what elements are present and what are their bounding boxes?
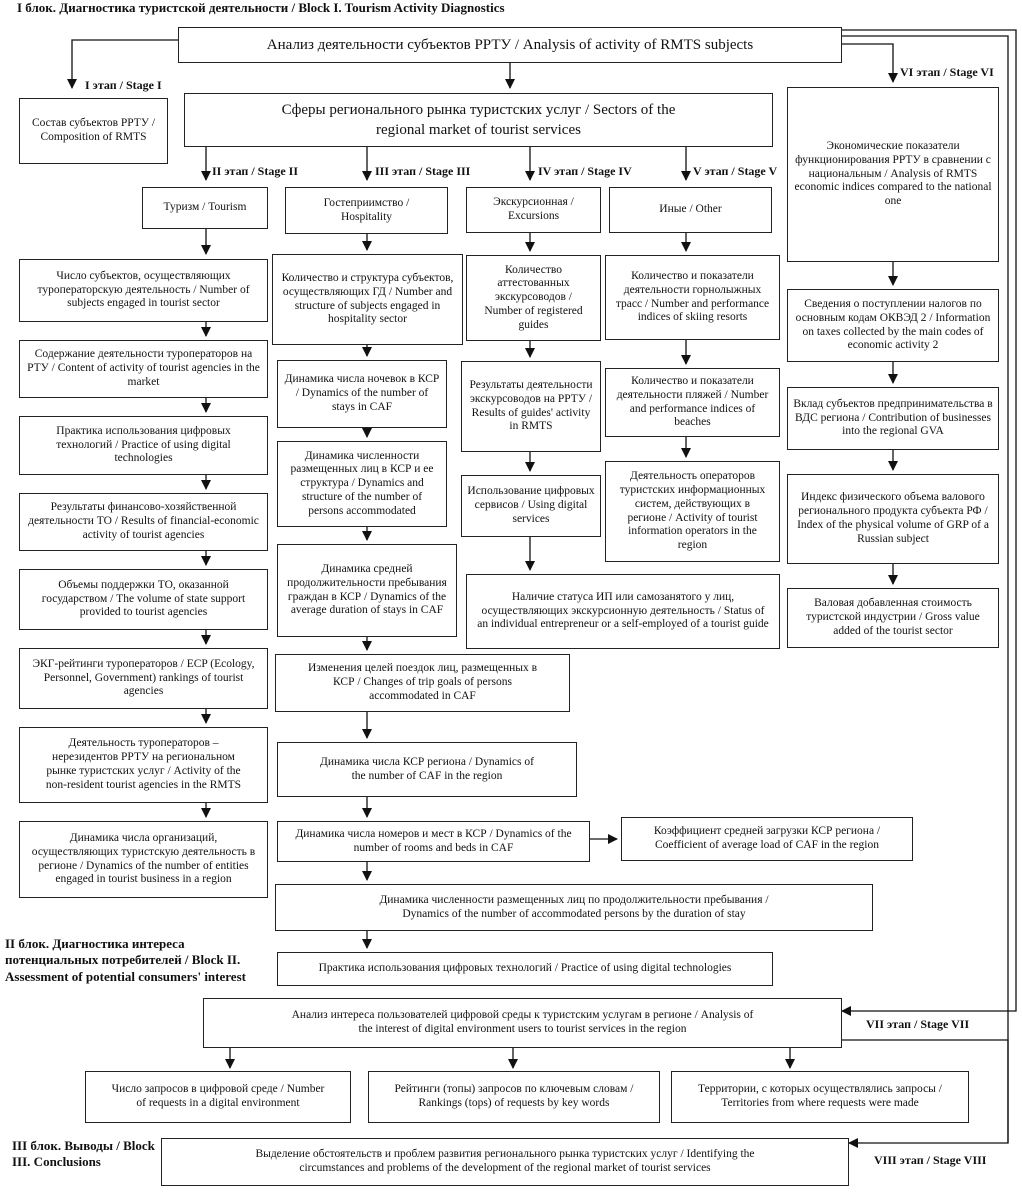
stage-4-label: IV этап / Stage IV (538, 164, 632, 178)
interest-item-1: Число запросов в цифровой среде / Number… (85, 1071, 351, 1123)
stage-3-label: III этап / Stage III (375, 164, 471, 178)
block2-title: II блок. Диагностика интереса потенциаль… (5, 936, 246, 984)
economic-item-3: Вклад субъектов предпринимательства в ВД… (787, 387, 999, 450)
excursions-item-4: Наличие статуса ИП или самозанятого у ли… (466, 574, 780, 649)
tourism-item-4: Результаты финансово-хозяйственной деяте… (19, 493, 268, 551)
economic-item-4: Индекс физического объема валового регио… (787, 474, 999, 564)
hospitality-item-1: Количество и структура субъектов, осущес… (272, 254, 463, 345)
stage-2-label: II этап / Stage II (212, 164, 298, 178)
block1-title: I блок. Диагностика туристской деятельно… (17, 0, 505, 15)
hospitality-item-2: Динамика числа ночевок в КСР / Dynamics … (277, 360, 447, 428)
tourism-item-8: Динамика числа организаций, осуществляющ… (19, 821, 268, 898)
hospitality-item-9: Динамика численности размещенных лиц по … (275, 884, 873, 931)
excursions-item-1: Количество аттестованных экскурсоводов /… (466, 255, 601, 341)
composition-box: Состав субъектов РРТУ / Composition of R… (19, 98, 168, 164)
hospitality-item-3: Динамика численности размещенных лиц в К… (277, 441, 447, 527)
interest-analysis-box: Анализ интереса пользователей цифровой с… (203, 998, 842, 1048)
hospitality-item-7: Динамика числа номеров и мест в КСР / Dy… (277, 821, 590, 862)
economic-item-5: Валовая добавленная стоимость туристской… (787, 588, 999, 648)
economic-item-1: Экономические показатели функционировани… (787, 87, 999, 262)
hospitality-header: Гостеприимство / Hospitality (285, 187, 448, 234)
hospitality-item-5: Изменения целей поездок лиц, размещенных… (275, 654, 570, 712)
conclusion-box: Выделение обстоятельств и проблем развит… (161, 1138, 849, 1186)
hospitality-item-6: Динамика числа КСР региона / Dynamics of… (277, 742, 577, 797)
tourism-item-6: ЭКГ-рейтинги туроператоров / ECP (Ecolog… (19, 648, 268, 709)
tourism-item-5: Объемы поддержки ТО, оказанной государст… (19, 569, 268, 630)
interest-item-3: Территории, с которых осуществлялись зап… (671, 1071, 969, 1123)
top-analysis-box: Анализ деятельности субъектов РРТУ / Ana… (178, 27, 842, 63)
stage-1-label: I этап / Stage I (85, 78, 162, 92)
sectors-box: Сферы регионального рынка туристских усл… (184, 93, 773, 147)
excursions-item-2: Результаты деятельности экскурсоводов на… (461, 361, 601, 452)
block3-title: III блок. Выводы / Block III. Conclusion… (12, 1138, 155, 1170)
hospitality-item-4: Динамика средней продолжительности пребы… (277, 544, 457, 637)
stage-5-label: V этап / Stage V (693, 164, 778, 178)
tourism-item-1: Число субъектов, осуществляющих туропера… (19, 259, 268, 322)
other-item-3: Деятельность операторов туристских инфор… (605, 461, 780, 562)
stage-7-label: VII этап / Stage VII (866, 1017, 970, 1031)
excursions-header: Экскурсионная / Excursions (466, 187, 601, 233)
stage-8-label: VIII этап / Stage VIII (874, 1153, 987, 1167)
stage-6-label: VI этап / Stage VI (900, 65, 994, 79)
economic-item-2: Сведения о поступлении налогов по основн… (787, 289, 999, 362)
other-header: Иные / Other (609, 187, 772, 233)
interest-item-2: Рейтинги (топы) запросов по ключевым сло… (368, 1071, 660, 1123)
hospitality-item-8: Коэффициент средней загрузки КСР региона… (621, 817, 913, 861)
other-item-1: Количество и показатели деятельности гор… (605, 255, 780, 340)
hospitality-item-10: Практика использования цифровых технолог… (277, 952, 773, 986)
tourism-item-2: Содержание деятельности туроператоров на… (19, 340, 268, 398)
excursions-item-3: Использование цифровых сервисов / Using … (461, 475, 601, 537)
tourism-item-3: Практика использования цифровых технолог… (19, 416, 268, 475)
tourism-header: Туризм / Tourism (142, 187, 268, 229)
other-item-2: Количество и показатели деятельности пля… (605, 368, 780, 437)
tourism-item-7: Деятельность туроператоров – нерезиденто… (19, 727, 268, 803)
